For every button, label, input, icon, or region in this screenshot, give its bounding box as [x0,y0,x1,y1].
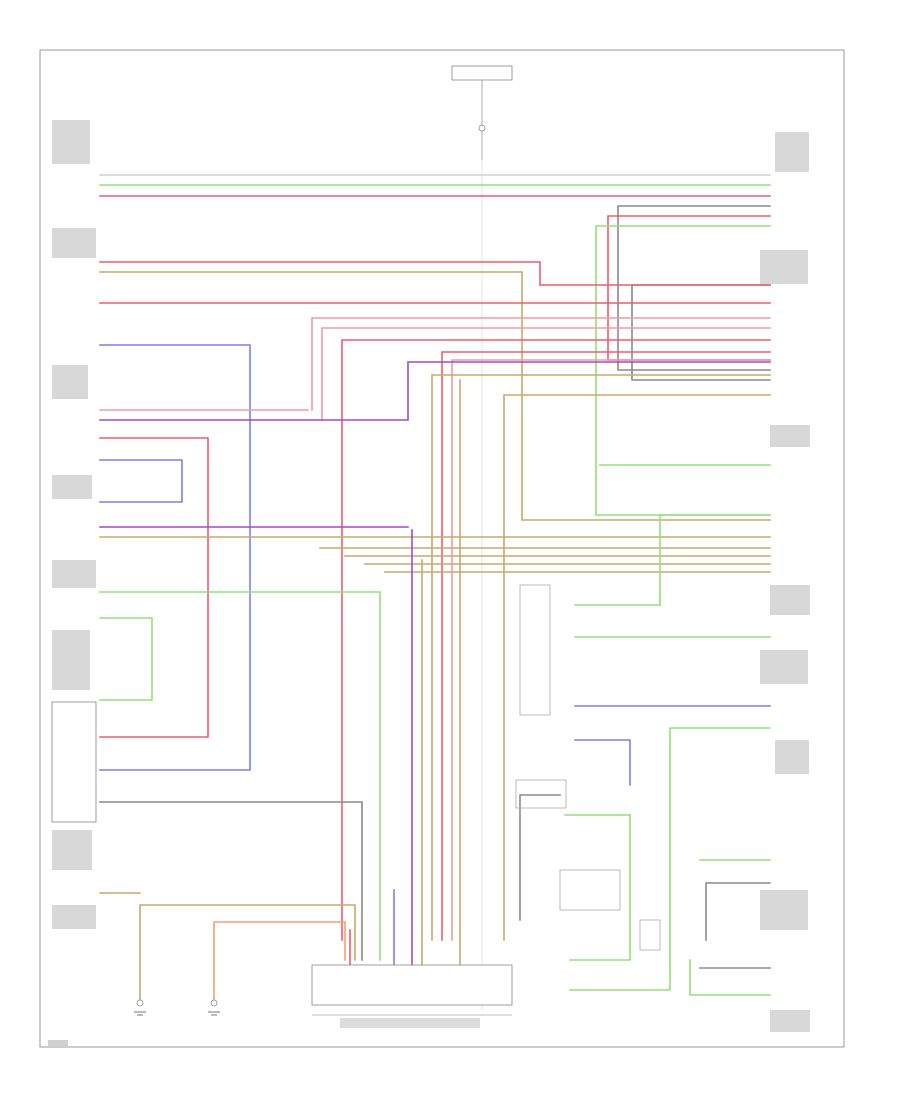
wire-group-left [99,344,771,961]
wire-group-right-lower [519,464,771,996]
ground-left [134,999,146,1016]
corner-code [48,1040,68,1046]
left-connector-box [51,701,97,823]
left-component-labels [52,120,96,929]
wire-group-mid [99,261,771,941]
diagram-frame [39,49,845,1048]
right-components [515,584,661,951]
fuse-block-top [451,65,513,1010]
ground-right [208,999,220,1016]
wire-group-top [99,174,771,197]
bottom-module-connector [311,964,513,1028]
wire-group-grounds [139,904,356,1001]
wire-group-drops [349,379,461,966]
right-component-labels [760,132,810,1032]
ground-symbols [134,999,220,1016]
